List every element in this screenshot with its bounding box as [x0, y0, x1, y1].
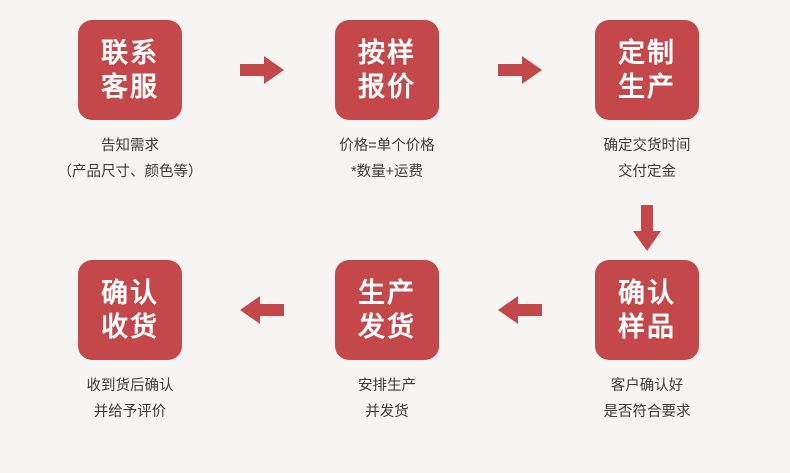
step-title-line-1: 生产: [358, 278, 416, 308]
arrow-head: [240, 296, 260, 324]
step-contact-service[interactable]: 联系 客服 告知需求 （产品尺寸、颜色等）: [58, 20, 203, 185]
arrow-down-1: [633, 205, 661, 251]
arrow-shaft: [641, 205, 653, 233]
step-badge-custom-production: 定制 生产: [595, 20, 699, 120]
caption-line-2: 并发货: [365, 404, 409, 420]
step-caption-custom-production: 确定交货时间 交付定金: [604, 133, 691, 185]
step-caption-confirm-sample: 客户确认好 是否符合要求: [604, 373, 691, 425]
step-title-line-1: 确认: [101, 278, 159, 308]
step-title-line-2: 收货: [101, 312, 159, 342]
caption-line-2: 交付定金: [618, 164, 676, 180]
step-title-line-2: 客服: [101, 72, 159, 102]
step-badge-quote-by-sample: 按样 报价: [335, 20, 439, 120]
arrow-left-1: [498, 296, 542, 324]
caption-line-1: 告知需求: [101, 138, 159, 154]
step-badge-confirm-receipt: 确认 收货: [78, 260, 182, 360]
step-produce-and-ship[interactable]: 生产 发货 安排生产 并发货: [335, 260, 439, 425]
caption-line-2: 是否符合要求: [603, 404, 691, 420]
step-title-line-2: 生产: [618, 72, 676, 102]
arrow-right-1: [240, 56, 284, 84]
arrow-shaft: [498, 64, 524, 76]
arrow-head: [264, 56, 284, 84]
step-badge-confirm-sample: 确认 样品: [595, 260, 699, 360]
step-confirm-receipt[interactable]: 确认 收货 收到货后确认 并给予评价: [78, 260, 182, 425]
step-quote-by-sample[interactable]: 按样 报价 价格=单个价格 *数量+运费: [335, 20, 439, 185]
step-badge-produce-and-ship: 生产 发货: [335, 260, 439, 360]
caption-line-1: 安排生产: [358, 378, 416, 394]
step-badge-contact-service: 联系 客服: [78, 20, 182, 120]
step-title-line-1: 按样: [358, 38, 416, 68]
step-caption-confirm-receipt: 收到货后确认 并给予评价: [87, 373, 174, 425]
step-title-line-2: 报价: [358, 72, 416, 102]
caption-line-2: （产品尺寸、颜色等）: [57, 164, 203, 180]
arrow-shaft: [258, 304, 284, 316]
step-title-line-1: 定制: [618, 38, 676, 68]
step-caption-produce-and-ship: 安排生产 并发货: [358, 373, 416, 425]
step-confirm-sample[interactable]: 确认 样品 客户确认好 是否符合要求: [595, 260, 699, 425]
step-caption-contact-service: 告知需求 （产品尺寸、颜色等）: [58, 133, 203, 185]
arrow-head: [522, 56, 542, 84]
caption-line-1: 确定交货时间: [603, 138, 691, 154]
arrow-left-2: [240, 296, 284, 324]
arrow-shaft: [516, 304, 542, 316]
caption-line-2: 并给予评价: [93, 404, 167, 420]
arrow-shaft: [240, 64, 266, 76]
caption-line-1: 价格=单个价格: [339, 138, 435, 154]
arrow-head: [633, 231, 661, 251]
step-title-line-1: 联系: [101, 38, 159, 68]
step-caption-quote-by-sample: 价格=单个价格 *数量+运费: [339, 133, 434, 185]
step-title-line-2: 样品: [618, 312, 676, 342]
caption-line-1: 收到货后确认: [86, 378, 174, 394]
step-title-line-1: 确认: [618, 278, 676, 308]
step-title-line-2: 发货: [358, 312, 416, 342]
arrow-head: [498, 296, 518, 324]
caption-line-1: 客户确认好: [610, 378, 684, 394]
step-custom-production[interactable]: 定制 生产 确定交货时间 交付定金: [595, 20, 699, 185]
arrow-right-2: [498, 56, 542, 84]
caption-line-2: *数量+运费: [350, 164, 424, 180]
